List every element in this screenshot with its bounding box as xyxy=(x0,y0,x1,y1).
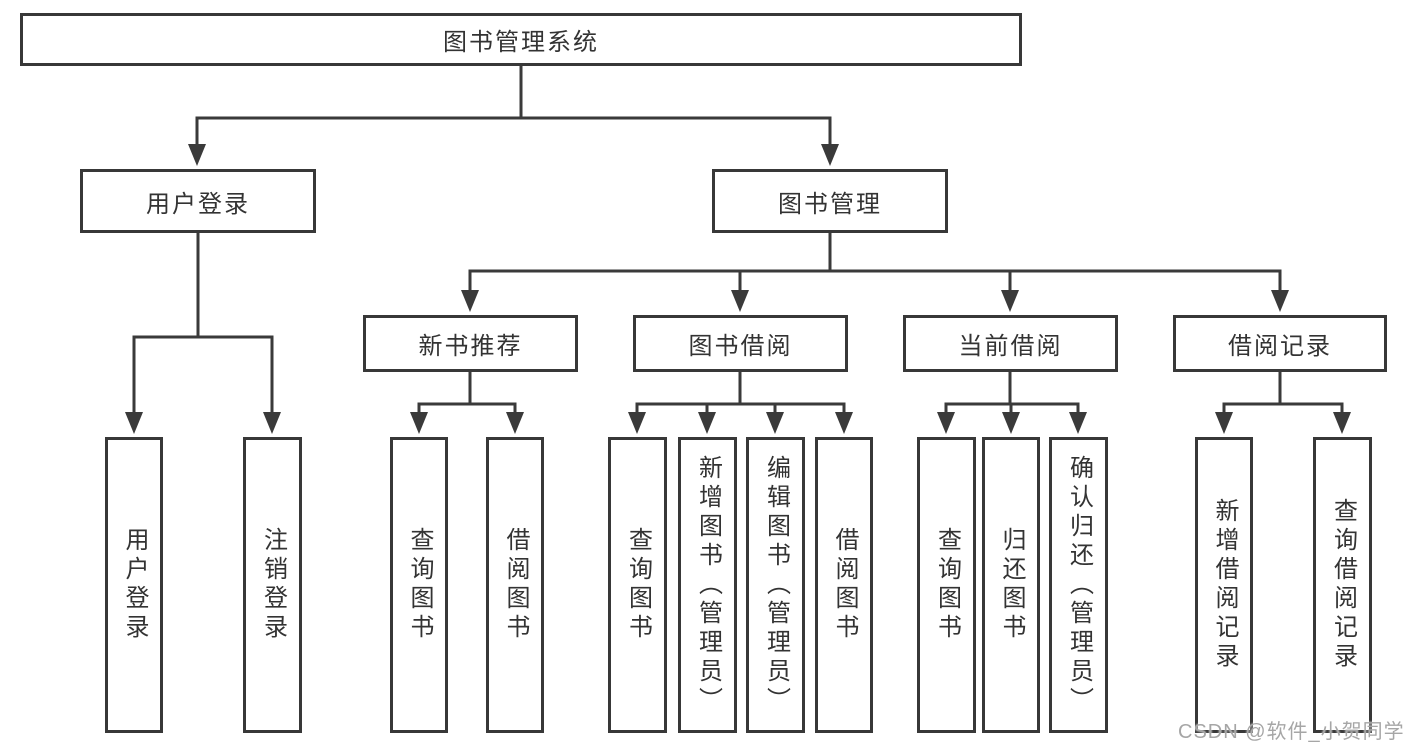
node-current-borrow: 当前借阅 xyxy=(903,315,1118,372)
leaf-bb-borrow-books: 借阅图书 xyxy=(815,437,873,733)
leaf-bb-query-books: 查询图书 xyxy=(608,437,667,733)
leaf-bb-add-books-admin: 新增图书（管理员） xyxy=(678,437,737,733)
leaf-nbr-query-books: 查询图书 xyxy=(390,437,448,733)
node-new-book-recommend: 新书推荐 xyxy=(363,315,578,372)
node-book-borrow: 图书借阅 xyxy=(633,315,848,372)
leaf-cb-confirm-return-admin: 确认归还（管理员） xyxy=(1049,437,1108,733)
leaf-logout: 注销登录 xyxy=(243,437,302,733)
node-borrow-records: 借阅记录 xyxy=(1173,315,1387,372)
node-user-login: 用户登录 xyxy=(80,169,316,233)
node-book-management: 图书管理 xyxy=(712,169,948,233)
leaf-cb-query-books: 查询图书 xyxy=(917,437,976,733)
node-root-library-management-system: 图书管理系统 xyxy=(20,13,1022,66)
leaf-user-login: 用户登录 xyxy=(105,437,163,733)
leaf-cb-return-books: 归还图书 xyxy=(982,437,1040,733)
leaf-br-add-record: 新增借阅记录 xyxy=(1195,437,1253,733)
leaf-nbr-borrow-books: 借阅图书 xyxy=(486,437,544,733)
csdn-watermark: CSDN @软件_小贺同学 xyxy=(1178,721,1405,743)
leaf-bb-edit-books-admin: 编辑图书（管理员） xyxy=(746,437,805,733)
leaf-br-query-record: 查询借阅记录 xyxy=(1313,437,1372,733)
